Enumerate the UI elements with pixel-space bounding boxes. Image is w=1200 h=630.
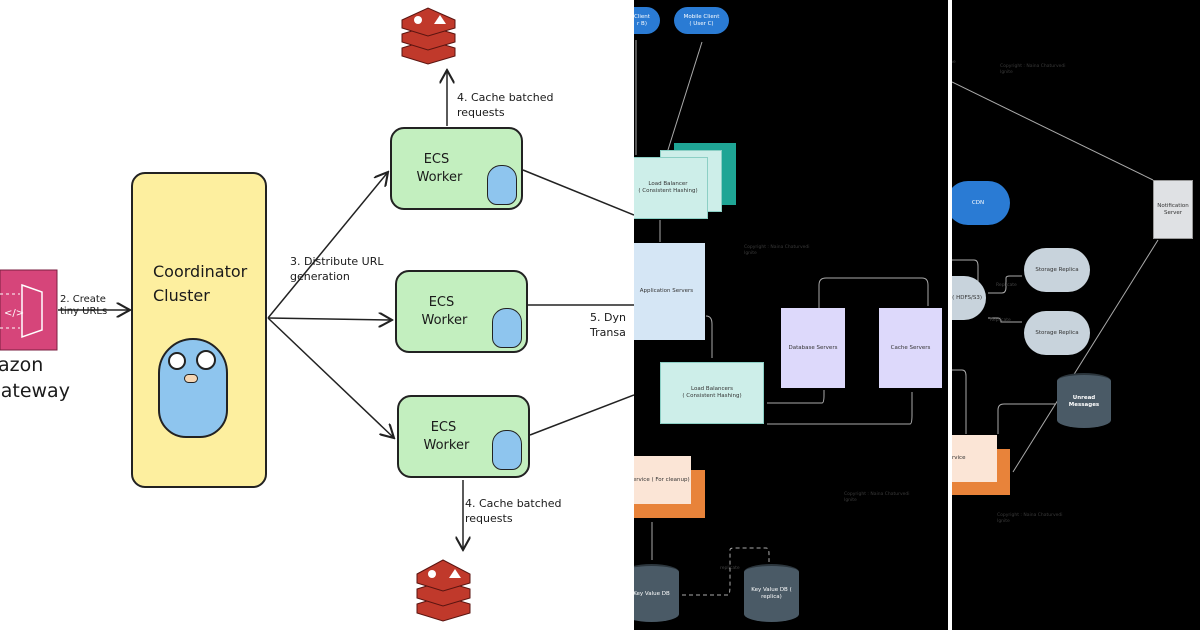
right-diagram: ne Copyright : Naina Chaturvedi Ignite N… [952, 0, 1200, 630]
mobile-client[interactable]: Mobile Client ( User C) [674, 7, 729, 34]
replicate-label: replicate [720, 566, 740, 571]
step3-label: 3. Distribute URL generation [290, 255, 384, 283]
left-diagram: </> azon Gateway 2. Create tiny URLs Coo… [0, 7, 634, 622]
step5-label: 5. Dyn Transa [590, 311, 626, 339]
object-storage-cloud[interactable]: e ( HDFS/S3) [952, 276, 986, 320]
service[interactable]: rvice [952, 435, 997, 482]
key-value-db[interactable]: Key Value DB [634, 564, 679, 622]
panel-divider [948, 0, 952, 630]
step4-bottom-label: 4. Cache batched requests [465, 497, 562, 525]
copyright-text: Copyright : Naina Chaturvedi Ignite [997, 513, 1063, 524]
gateway-label: azon Gateway [0, 354, 70, 402]
copyright-text: Copyright : Naina Chaturvedi Ignite [1000, 64, 1066, 75]
load-balancers[interactable]: Load Balancers ( Consistent Hashing) [660, 362, 764, 424]
cdn-cloud[interactable]: CDN [952, 181, 1010, 225]
right-connectors [952, 81, 1159, 473]
gopher-icon [492, 308, 522, 348]
gopher-icon [487, 165, 517, 205]
load-balancer[interactable]: Load Balancer ( Consistent Hashing) [634, 157, 708, 219]
cache-servers[interactable]: Cache Servers [879, 308, 942, 388]
web-client[interactable]: Client r B) [634, 7, 660, 34]
middle-connectors [635, 40, 929, 596]
storage-replica-1[interactable]: Storage Replica [1024, 248, 1090, 292]
copyright-text: Copyright : Naina Chaturvedi Ignite [744, 245, 810, 256]
cleanup-service[interactable]: Service ( For cleanup) [634, 456, 691, 504]
gopher-mascot-icon [158, 338, 228, 438]
step2-label: 2. Create tiny URLs [60, 294, 108, 317]
unread-messages-db[interactable]: Unread Messages [1057, 373, 1111, 428]
api-gateway-icon: </> [0, 269, 58, 351]
left-connectors: </> [0, 7, 634, 622]
redis-cache-icon-top [401, 7, 456, 65]
cut-text: ne [952, 60, 956, 65]
replicate-label: Replicate [996, 283, 1017, 288]
application-servers[interactable]: Application Servers [634, 243, 705, 340]
replicate-label: Replicate [990, 318, 1011, 323]
storage-replica-2[interactable]: Storage Replica [1024, 311, 1090, 355]
redis-cache-icon-bottom [416, 559, 471, 622]
notification-server[interactable]: Notification Server [1153, 180, 1193, 239]
copyright-text: Copyright : Naina Chaturvedi Ignite [844, 492, 910, 503]
middle-diagram: Client r B) Mobile Client ( User C) Load… [634, 0, 948, 630]
step4-top-label: 4. Cache batched requests [457, 91, 554, 119]
key-value-db-replica[interactable]: Key Value DB ( replica) [744, 564, 799, 622]
database-servers[interactable]: Database Servers [781, 308, 845, 388]
coordinator-cluster[interactable]: Coordinator Cluster [131, 172, 267, 488]
gopher-icon [492, 430, 522, 470]
svg-text:</>: </> [4, 308, 24, 319]
